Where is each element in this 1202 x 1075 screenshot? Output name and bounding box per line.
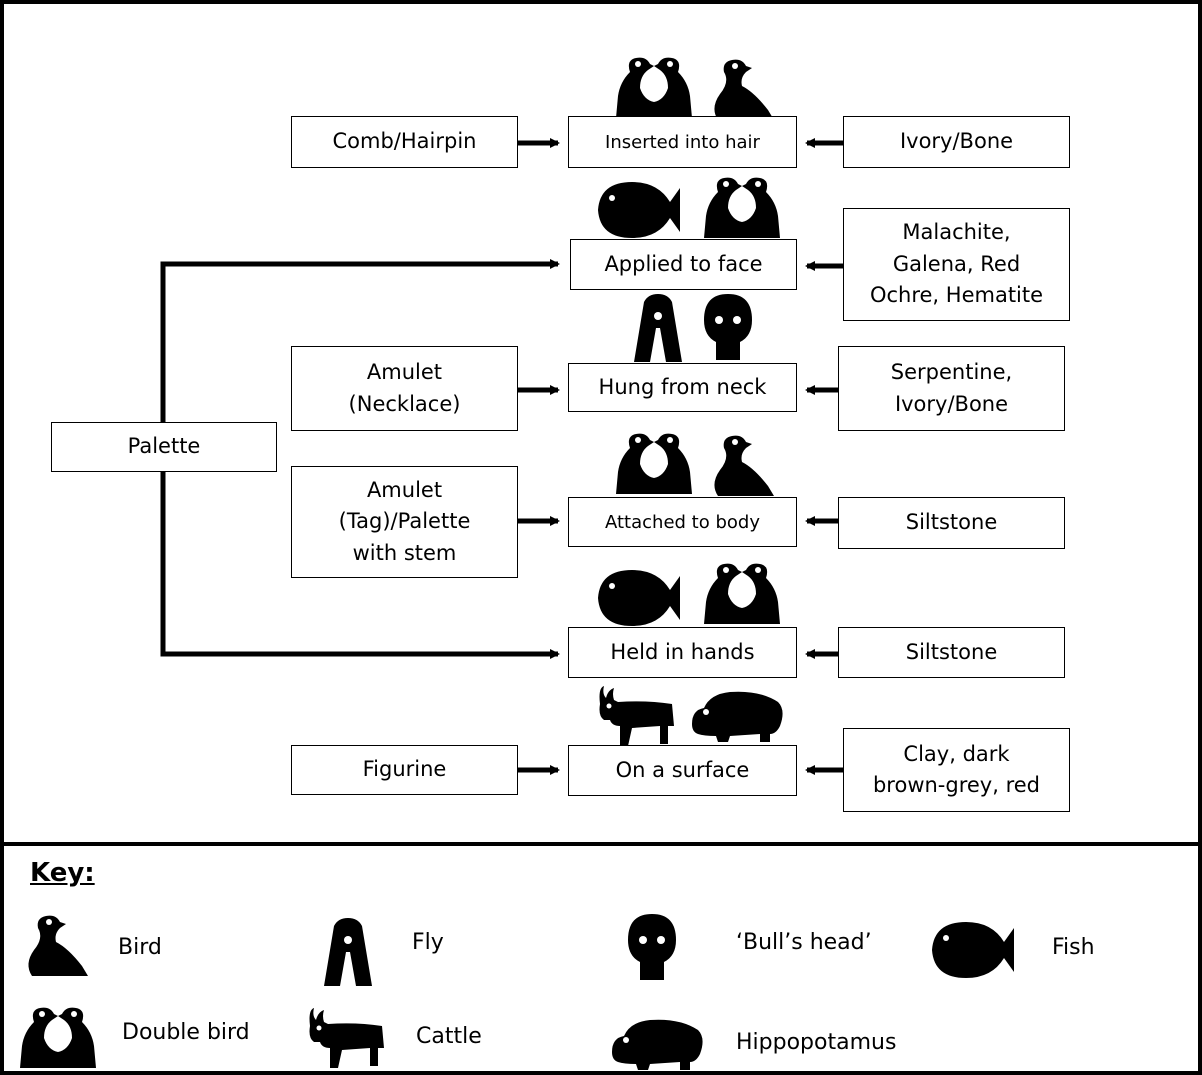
ivory-bone-box: Ivory/Bone (843, 116, 1070, 168)
key-bulls-head-label: ‘Bull’s head’ (736, 930, 872, 955)
hung-from-neck-box: Hung from neck (568, 363, 797, 412)
key-fish-icon (932, 922, 1014, 978)
key-bird-label: Bird (118, 935, 162, 960)
key-title: Key: (30, 858, 95, 888)
clay-box: Clay, dark brown-grey, red (843, 728, 1070, 812)
key-fish-label: Fish (1052, 935, 1095, 960)
key-fly-icon (324, 918, 372, 986)
attached-to-body-box: Attached to body (568, 497, 797, 547)
bird-icon (714, 435, 774, 496)
key-bird-icon (28, 915, 89, 976)
double-bird-icon (616, 433, 692, 494)
figurine-box: Figurine (291, 745, 518, 795)
hippopotamus-icon (692, 691, 783, 742)
malachite-box: Malachite, Galena, Red Ochre, Hematite (843, 208, 1070, 321)
held-in-hands-box: Held in hands (568, 627, 797, 678)
fish-icon (598, 182, 680, 238)
siltstone-hands-box: Siltstone (838, 627, 1065, 678)
serpentine-box: Serpentine, Ivory/Bone (838, 346, 1065, 431)
comb-hairpin-box: Comb/Hairpin (291, 116, 518, 168)
fly-icon (634, 294, 682, 362)
palette-box: Palette (51, 422, 277, 472)
fish-icon (598, 570, 680, 626)
arrow-palette-to-hands (160, 472, 560, 659)
cattle-icon (599, 686, 674, 746)
inserted-into-hair-box: Inserted into hair (568, 116, 797, 168)
on-a-surface-box: On a surface (568, 745, 797, 796)
key-hippopotamus-icon (612, 1019, 703, 1070)
double-bird-icon (616, 57, 692, 118)
key-fly-label: Fly (412, 930, 444, 955)
amulet-tag-box: Amulet (Tag)/Palette with stem (291, 466, 518, 578)
double-bird-icon (704, 563, 780, 624)
key-double-bird-label: Double bird (122, 1020, 250, 1045)
bulls-head-icon (704, 294, 752, 360)
key-cattle-icon (309, 1008, 384, 1068)
amulet-necklace-box: Amulet (Necklace) (291, 346, 518, 431)
arrow-palette-to-face (160, 259, 560, 422)
bird-icon (714, 59, 774, 120)
siltstone-body-box: Siltstone (838, 497, 1065, 549)
key-cattle-label: Cattle (416, 1024, 482, 1049)
key-hippopotamus-label: Hippopotamus (736, 1030, 897, 1055)
key-bulls-head-icon (628, 914, 676, 980)
applied-to-face-box: Applied to face (570, 239, 797, 290)
double-bird-icon (704, 177, 780, 238)
key-double-bird-icon (20, 1007, 96, 1068)
